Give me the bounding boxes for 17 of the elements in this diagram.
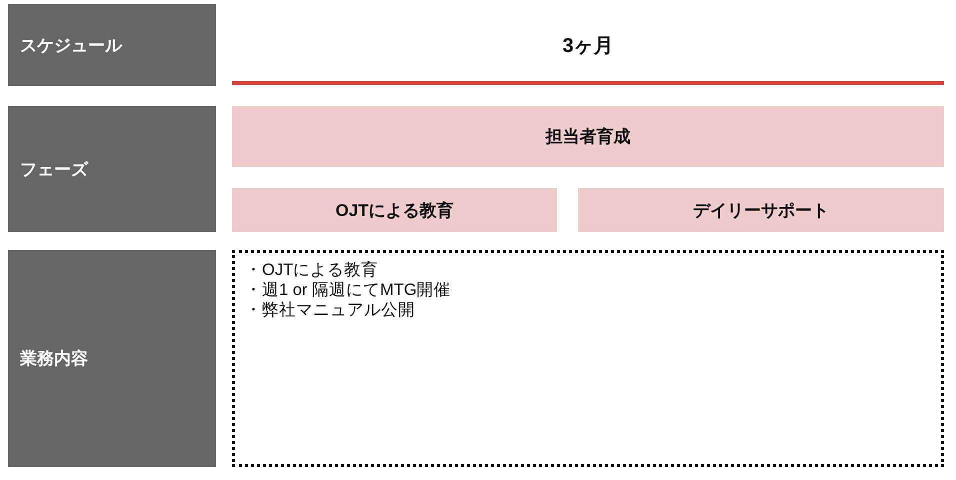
task-item: ・弊社マニュアル公開 — [245, 300, 415, 320]
phase-panel — [232, 188, 557, 232]
phase-label: デイリーサポート — [693, 200, 829, 222]
task-list-box — [232, 250, 944, 467]
row-heading: スケジュール — [20, 34, 122, 56]
task-item: ・OJTによる教育 — [245, 260, 378, 280]
row-heading: 業務内容 — [20, 348, 88, 370]
phase-panel — [578, 188, 944, 232]
row-heading: フェーズ — [20, 158, 88, 180]
header-panel — [8, 4, 216, 86]
phase-panel — [232, 106, 944, 167]
header-panel — [8, 106, 216, 232]
phase-label: OJTによる教育 — [335, 200, 454, 222]
task-item: ・週1 or 隔週にてMTG開催 — [245, 280, 451, 300]
header-panel — [8, 250, 216, 467]
phase-label: 担当者育成 — [546, 126, 630, 148]
duration-label: 3ヶ月 — [562, 34, 614, 58]
